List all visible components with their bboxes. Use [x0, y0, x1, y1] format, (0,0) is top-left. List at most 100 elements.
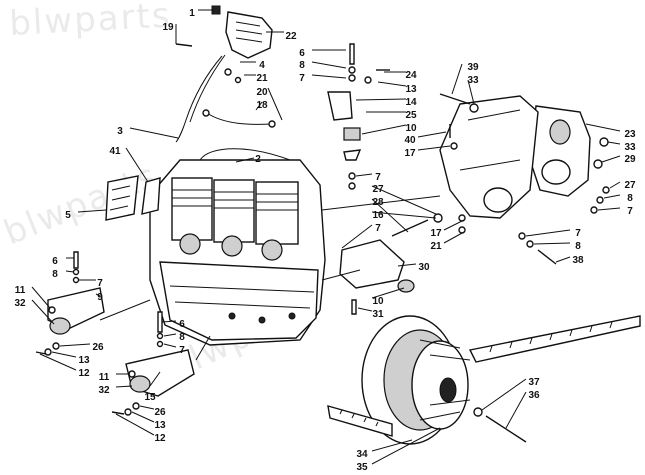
washer-4 [224, 68, 232, 76]
washer-26-left [52, 342, 60, 350]
callout-c26a: 26 [92, 342, 104, 353]
mount-isolator-32-left [49, 317, 71, 335]
callout-c21a: 21 [256, 73, 268, 84]
callout-c19: 19 [162, 22, 174, 33]
nut-7-right [590, 206, 598, 214]
callout-c20: 20 [256, 87, 268, 98]
bracket-30 [339, 239, 405, 289]
cable-end-right [268, 120, 276, 128]
oil-hose-inner [189, 54, 226, 123]
callout-c35: 35 [356, 462, 368, 473]
callout-c7g: 7 [179, 345, 185, 356]
callout-c2: 2 [255, 154, 261, 165]
bolt-28 [391, 219, 429, 237]
plate-25 [343, 149, 362, 161]
callout-c11b: 11 [99, 372, 110, 383]
front-engine-mount-23 [439, 95, 591, 219]
callout-c6c: 6 [179, 319, 185, 330]
callout-c25: 25 [405, 110, 417, 121]
callout-c24: 24 [405, 70, 417, 81]
gasket-41 [141, 177, 161, 215]
callout-c22: 22 [285, 31, 297, 42]
callout-c34: 34 [356, 449, 368, 460]
drive-clutch-34 [361, 315, 471, 445]
callout-c29: 29 [624, 154, 636, 165]
bolt-6-left [73, 251, 79, 269]
callout-c17a: 17 [404, 148, 416, 159]
bolt-6-top [349, 43, 355, 65]
callout-c6b: 6 [52, 256, 58, 267]
bolt-31 [351, 299, 357, 315]
washer-7-lower [518, 232, 526, 240]
callout-c31: 31 [372, 309, 384, 320]
pump-cable [206, 112, 273, 125]
callout-c14: 14 [405, 97, 417, 108]
washer-8-top [348, 66, 356, 74]
watermark-left: blwparts [0, 155, 164, 253]
cable-end-left [202, 109, 210, 117]
callout-c7f: 7 [97, 278, 103, 289]
washer-13-left [44, 348, 52, 356]
callout-c7b: 7 [375, 172, 381, 183]
callout-c33b: 33 [624, 142, 636, 153]
washer-33 [469, 103, 479, 113]
belt-teeth-upper [489, 321, 613, 353]
callout-c26b: 26 [154, 407, 166, 418]
callout-c13c: 13 [154, 420, 166, 431]
washer-13-top [364, 76, 372, 84]
callout-c30: 30 [418, 262, 430, 273]
nut-17 [450, 142, 458, 150]
callout-c16: 16 [372, 210, 384, 221]
callout-c8d: 8 [52, 269, 58, 280]
callout-c10a: 10 [405, 123, 417, 134]
nut-29 [593, 159, 603, 169]
drive-belt-upper [468, 315, 641, 363]
nut-7-mid [348, 182, 356, 190]
mount-10-lower [397, 279, 415, 293]
washer-27-right [602, 186, 610, 194]
shield-hatch [109, 185, 131, 211]
callout-c8b: 8 [627, 193, 633, 204]
bolt-6-lower [157, 311, 163, 333]
callout-c40: 40 [404, 135, 416, 146]
nut-7-left [72, 276, 80, 284]
callout-c12a: 12 [78, 368, 90, 379]
leader-lines [31, 9, 621, 465]
nut-7-lower-left [156, 340, 164, 348]
callout-c3: 3 [117, 126, 123, 137]
callout-c6a: 6 [299, 48, 305, 59]
washer-8-left [72, 268, 80, 276]
callout-c38: 38 [572, 255, 584, 266]
callout-c36: 36 [528, 390, 540, 401]
callout-c10b: 10 [372, 296, 384, 307]
nut-17-lower [458, 214, 466, 222]
callout-labels: 1192268742120183241314251039334017412727… [14, 8, 636, 473]
callout-c32b: 32 [98, 385, 110, 396]
callout-c13a: 13 [405, 84, 417, 95]
callout-c4: 4 [259, 60, 265, 71]
callout-c28: 28 [372, 197, 384, 208]
nut-21-lower [458, 226, 466, 234]
washer-27 [348, 172, 356, 180]
nut-11-left [48, 306, 56, 314]
washer-26 [132, 402, 140, 410]
callout-c11a: 11 [15, 285, 26, 296]
washer-37 [473, 407, 483, 417]
callout-c21b: 21 [430, 241, 442, 252]
washer-8-lower [526, 240, 534, 248]
bolt-12 [111, 411, 125, 415]
callout-c1: 1 [189, 8, 195, 19]
mount-isolator-32 [129, 375, 151, 393]
callout-c5: 5 [65, 210, 71, 221]
callout-c18: 18 [256, 100, 268, 111]
callout-c9: 9 [97, 292, 103, 303]
oil-tank [211, 5, 273, 59]
callout-c8e: 8 [179, 332, 185, 343]
callout-c27a: 27 [372, 184, 384, 195]
callout-c15: 15 [144, 392, 156, 403]
nut-21 [234, 76, 242, 84]
callout-c12b: 12 [154, 433, 166, 444]
belt-teeth-lower [339, 409, 379, 427]
bolt-36 [485, 415, 527, 443]
